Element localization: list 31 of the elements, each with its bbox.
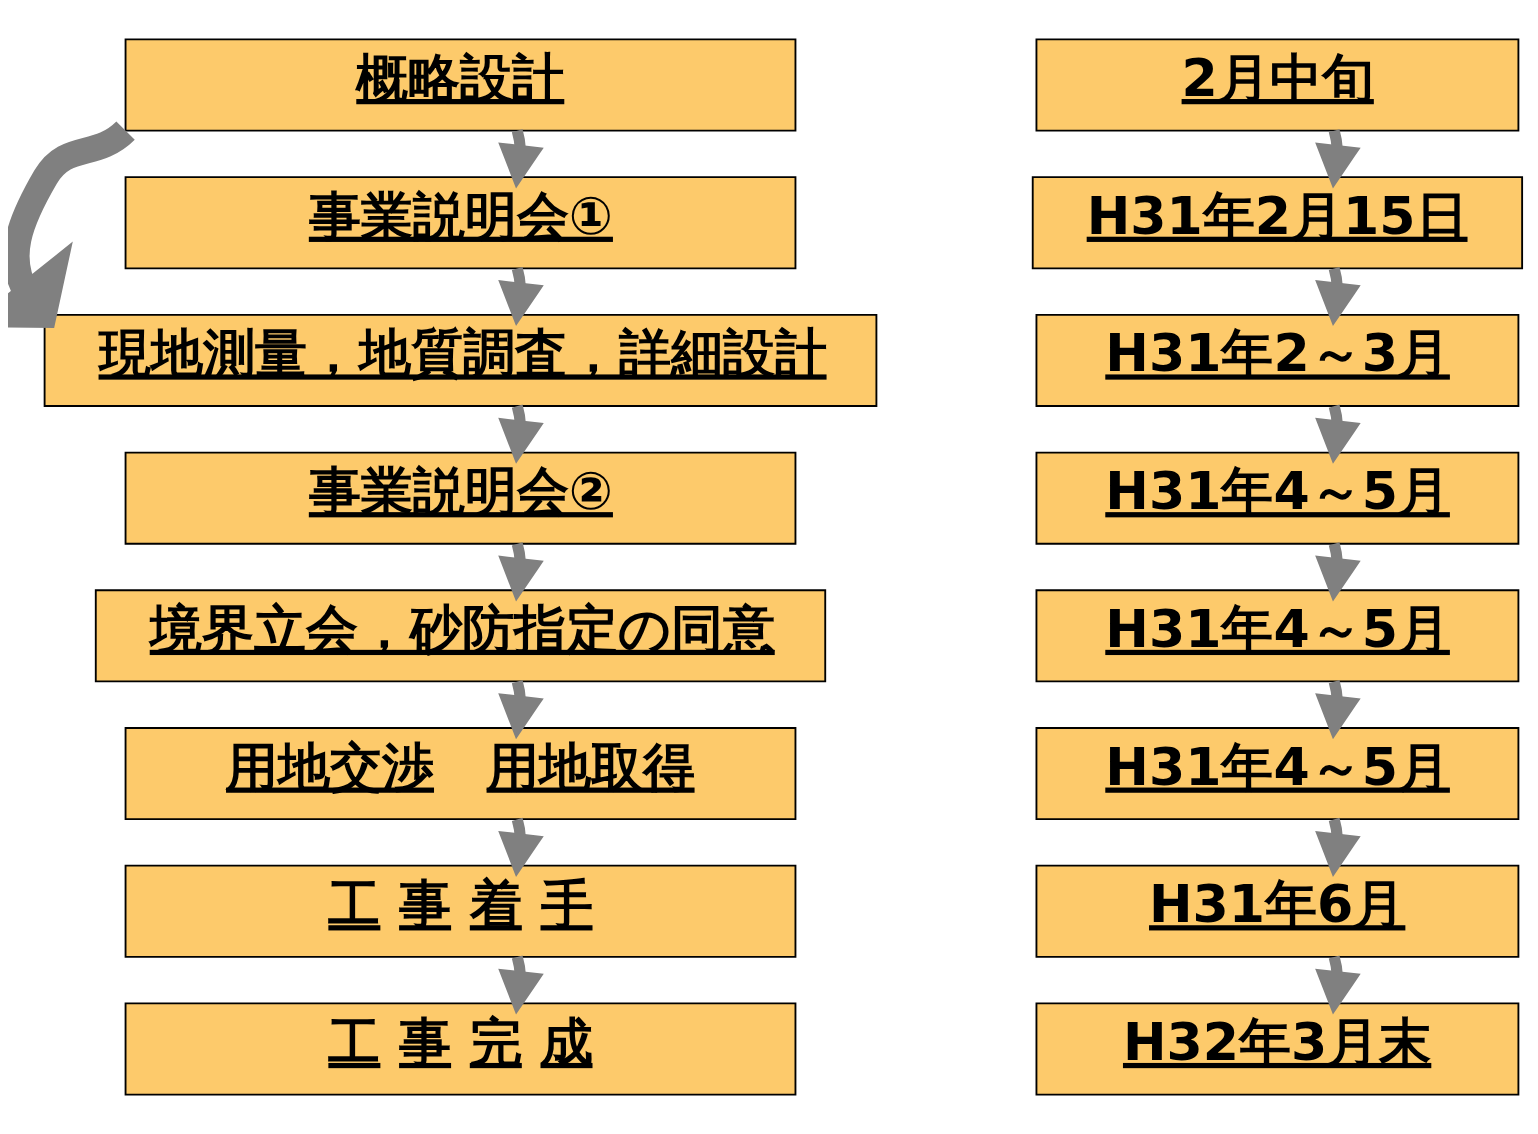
arrow <box>1315 817 1361 877</box>
arrow <box>498 680 544 740</box>
arrow <box>1315 129 1361 189</box>
node-box: H31年2月15日 <box>1031 176 1524 270</box>
arrow <box>498 542 544 602</box>
node-box: 工 事 完 成 <box>124 1002 797 1096</box>
node-box: 工 事 着 手 <box>124 864 797 958</box>
node-box: 事業説明会① <box>124 176 797 270</box>
arrow <box>1315 680 1361 740</box>
node-box: 概略設計 <box>124 38 797 132</box>
node-box: 現地測量，地質調査，詳細設計 <box>43 313 878 407</box>
node-box: 事業説明会② <box>124 451 797 545</box>
node-box: 境界立会，砂防指定の同意 <box>94 589 827 683</box>
arrow <box>498 267 544 327</box>
arrow <box>498 404 544 464</box>
arrow <box>498 955 544 1015</box>
node-box: H31年4～5月 <box>1035 451 1520 545</box>
node-box: 用地交渉 用地取得 <box>124 727 797 821</box>
arrow <box>1315 404 1361 464</box>
arrow <box>1315 955 1361 1015</box>
node-box: H31年4～5月 <box>1035 589 1520 683</box>
arrow <box>498 817 544 877</box>
arrow <box>498 129 544 189</box>
arrow <box>8 120 135 328</box>
arrow <box>1315 542 1361 602</box>
node-box: H32年3月末 <box>1035 1002 1520 1096</box>
node-box: H31年2～3月 <box>1035 313 1520 407</box>
node-box: H31年4～5月 <box>1035 727 1520 821</box>
arrow <box>1315 267 1361 327</box>
node-box: 2月中旬 <box>1035 38 1520 132</box>
node-box: H31年6月 <box>1035 864 1520 958</box>
